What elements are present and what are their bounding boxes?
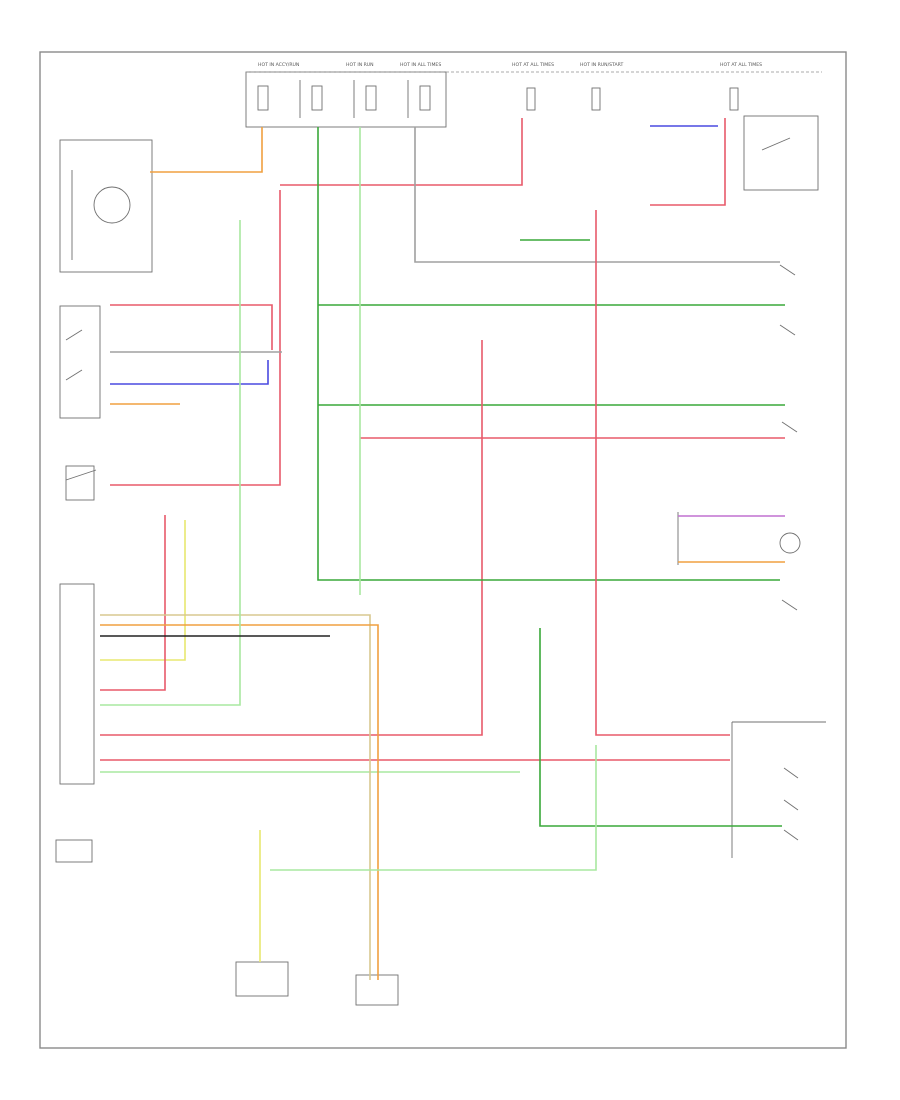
wire-orange-trs bbox=[150, 127, 263, 173]
wire-ltgreen-vss-2 bbox=[270, 745, 597, 871]
vehicle-speed-sensor-left-box bbox=[55, 839, 93, 863]
brake-switch-box bbox=[779, 264, 796, 336]
wire-red-vertical-left bbox=[110, 190, 281, 486]
fuse-label-4: HOT AT ALL TIMES bbox=[512, 62, 554, 68]
wire-red-top-span bbox=[280, 118, 523, 186]
throttle-position-sensor-box bbox=[355, 974, 399, 1006]
wire-red-relay bbox=[650, 118, 726, 206]
fuse-junction-panel bbox=[245, 71, 822, 128]
wire-green-servo-3 bbox=[539, 628, 782, 827]
wires bbox=[100, 118, 785, 980]
wire-green-cruise bbox=[317, 127, 780, 581]
fuse-label-5: HOT IN RUN/START bbox=[580, 62, 623, 68]
fuse-label-3: HOT IN ALL TIMES bbox=[400, 62, 441, 68]
clutch-switch-box bbox=[781, 421, 798, 433]
engine-control-module-box bbox=[59, 465, 97, 785]
wire-tan-tps-1 bbox=[100, 614, 371, 980]
fuse-label-6: HOT AT ALL TIMES bbox=[720, 62, 762, 68]
vehicle-speed-sensor-box bbox=[235, 961, 289, 997]
diagram-frame bbox=[39, 51, 847, 1049]
wire-ltgreen-vss bbox=[100, 220, 241, 706]
wire-blue-mfs-3 bbox=[110, 360, 269, 385]
wire-grey-brake-top bbox=[414, 127, 780, 263]
fuse-label-1: HOT IN ACCY/RUN bbox=[258, 62, 299, 68]
wire-orange-tps-2 bbox=[100, 624, 379, 980]
cruise-control-switch-box bbox=[781, 599, 798, 611]
wire-red-ecm-2 bbox=[100, 515, 166, 691]
wire-yellow-ecm bbox=[100, 520, 186, 661]
fuse-label-2: HOT IN RUN bbox=[346, 62, 374, 68]
wire-red-ecm-1 bbox=[100, 340, 483, 736]
wire-red-mfs-1 bbox=[110, 304, 273, 350]
relay-box-top-right bbox=[743, 115, 819, 191]
transmission-range-sensor-box bbox=[59, 139, 153, 273]
wire-red-servo-1 bbox=[595, 210, 730, 736]
speed-control-servo-box bbox=[731, 721, 826, 858]
multi-function-switch-box bbox=[59, 305, 101, 419]
speed-control-indicator-box bbox=[677, 512, 801, 565]
